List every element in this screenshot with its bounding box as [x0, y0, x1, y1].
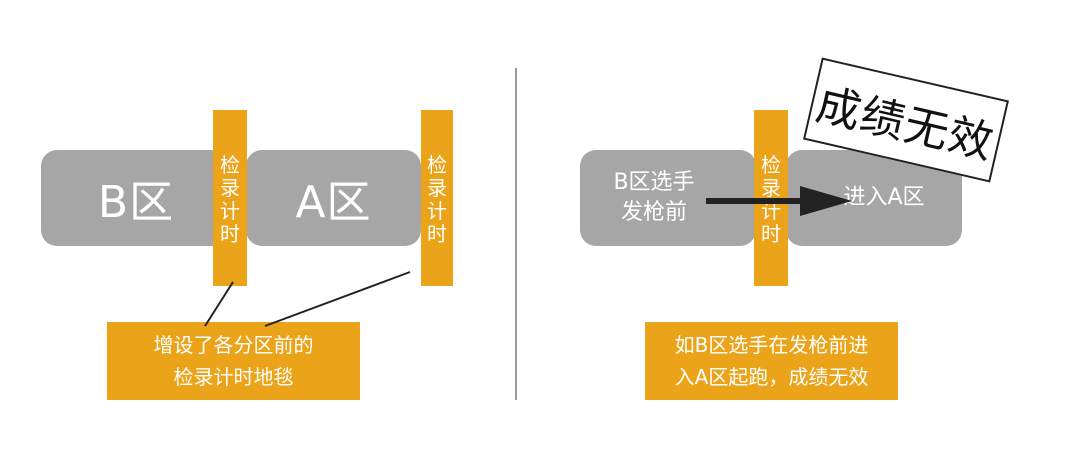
mat-char: 计 [761, 199, 781, 223]
mat-char: 时 [220, 222, 240, 246]
timing-mat-2: 检 录 计 时 [421, 110, 453, 286]
caption-line: 入A区起跑，成绩无效 [674, 365, 869, 389]
caption-line: 检录计时地毯 [173, 365, 294, 389]
callout-line-2 [264, 271, 411, 327]
zone-a-label: A区 [295, 177, 372, 228]
zone-a-text: 进入A区 [843, 185, 925, 210]
zone-b: B区 [41, 150, 231, 246]
arrow-head [800, 186, 852, 216]
mat-char: 检 [761, 153, 781, 177]
zone-a: A区 [246, 150, 421, 246]
mat-char: 录 [427, 176, 447, 200]
caption-line: 增设了各分区前的 [153, 333, 314, 357]
zone-b-line: B区选手 [613, 170, 695, 195]
timing-mat-1: 检 录 计 时 [213, 110, 247, 286]
mat-char: 计 [427, 199, 447, 223]
zone-b-line: 发枪前 [620, 200, 687, 225]
mat-char: 录 [220, 176, 240, 200]
zone-b-label: B区 [97, 177, 175, 228]
mat-char: 时 [761, 222, 781, 246]
right-caption: 如B区选手在发枪前进 入A区起跑，成绩无效 [645, 322, 898, 400]
mat-char: 录 [761, 176, 781, 200]
mat-char: 计 [220, 199, 240, 223]
mat-char: 时 [427, 222, 447, 246]
caption-line: 如B区选手在发枪前进 [674, 333, 869, 357]
panel-divider [515, 68, 517, 400]
mat-char: 检 [427, 153, 447, 177]
callout-line-1 [204, 281, 234, 327]
left-caption: 增设了各分区前的 检录计时地毯 [107, 322, 360, 400]
mat-char: 检 [220, 153, 240, 177]
